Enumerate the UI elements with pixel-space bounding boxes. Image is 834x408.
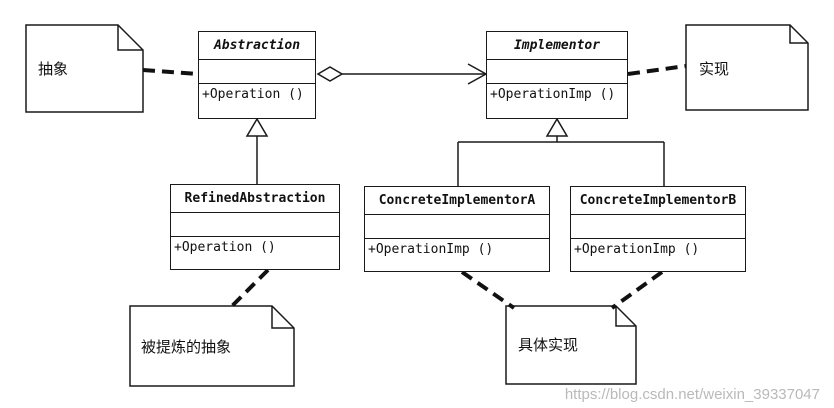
note-concrete-fold [615, 306, 636, 327]
class-refined-abstraction-name: RefinedAbstraction [171, 185, 339, 213]
class-abstraction-attributes [199, 60, 315, 84]
class-concrete-implementor-a-name: ConcreteImplementorA [365, 187, 549, 215]
inheritance-triangle-implementor [545, 117, 569, 137]
note-concrete-text: 具体实现 [518, 336, 579, 354]
note-link-abstraction [142, 68, 199, 76]
aggregation-diamond [316, 66, 344, 82]
note-implementor-shape [685, 24, 809, 111]
class-refined-abstraction-operation: +Operation () [174, 240, 276, 255]
class-implementor-name: Implementor [487, 32, 627, 60]
class-concrete-implementor-a-attributes [365, 215, 549, 239]
class-refined-abstraction-attributes [171, 213, 339, 237]
class-concrete-implementor-a-operation: +OperationImp () [368, 242, 494, 257]
note-link-refined [230, 268, 270, 308]
note-concrete-shape [505, 305, 637, 385]
class-refined-abstraction: RefinedAbstraction +Operation () [170, 184, 340, 270]
class-abstraction-operation: +Operation () [202, 87, 304, 102]
watermark-url: https://blog.csdn.net/weixin_39337047 [564, 386, 820, 403]
note-implementor-fold [789, 25, 808, 44]
class-abstraction: Abstraction +Operation () [198, 31, 316, 119]
class-implementor-attributes [487, 60, 627, 84]
note-abstraction-shape [25, 24, 144, 113]
note-link-concrete-a [460, 270, 516, 310]
note-refined-text: 被提炼的抽象 [141, 338, 232, 356]
inheritance-triangle-abstraction [245, 117, 269, 137]
class-concrete-implementor-b: ConcreteImplementorB +OperationImp () [570, 186, 746, 272]
class-implementor: Implementor +OperationImp () [486, 31, 628, 119]
class-implementor-operation: +OperationImp () [490, 87, 616, 102]
note-abstraction-text: 抽象 [38, 60, 69, 78]
note-refined-shape [129, 305, 295, 387]
note-refined-fold [271, 306, 294, 329]
class-concrete-implementor-b-operation: +OperationImp () [574, 242, 700, 257]
class-concrete-implementor-b-name: ConcreteImplementorB [571, 187, 745, 215]
class-abstraction-name: Abstraction [199, 32, 315, 60]
class-concrete-implementor-b-attributes [571, 215, 745, 239]
note-link-concrete-b [610, 270, 664, 310]
note-abstraction-fold [117, 25, 143, 51]
note-implementor-text: 实现 [699, 60, 730, 78]
note-link-implementor [627, 64, 687, 76]
class-concrete-implementor-a: ConcreteImplementorA +OperationImp () [364, 186, 550, 272]
